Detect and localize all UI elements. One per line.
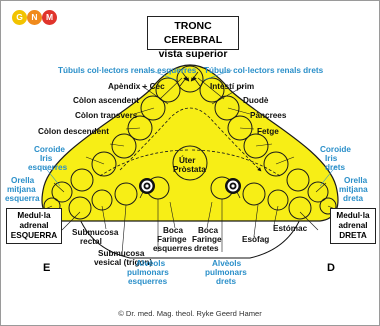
logo-g: G: [12, 10, 27, 25]
label-alveols-right-2: pulmonars: [205, 268, 247, 277]
adrenal-target-right: [225, 178, 241, 194]
label-estomac: Estómac: [273, 224, 308, 233]
brainstem-body: [41, 64, 339, 222]
blue-leader-lines: [43, 69, 337, 187]
label-coroide-left-2: Iris: [40, 154, 53, 163]
label-orella-left-1: Orella: [11, 176, 35, 185]
label-alveols-left-3: esquerres: [128, 277, 168, 286]
label-boca-right-3: dretes: [194, 244, 219, 253]
label-apendix: Apèndix + Cec: [108, 82, 165, 91]
label-fetge: Fetge: [257, 127, 279, 136]
label-colon-transvers: Còlon transvers: [75, 111, 138, 120]
label-intesti: Intestí prim: [210, 82, 254, 91]
logo-n: N: [27, 10, 42, 25]
label-boca-right-1: Boca: [198, 226, 218, 235]
label-prostata: Pròstata: [173, 165, 206, 174]
side-right: D: [327, 262, 335, 274]
label-boca-left-3: esquerres: [153, 244, 193, 253]
label-coroide-right-2: Iris: [325, 154, 338, 163]
label-coroide-right-3: drets: [325, 163, 345, 172]
label-boca-left-1: Boca: [163, 226, 183, 235]
label-orella-left-3: esquerra: [5, 194, 40, 203]
adrenal-right-line-2: adrenal: [338, 221, 368, 230]
label-colon-descendent: Còlon descendent: [38, 127, 109, 136]
adrenal-left-line-3: ESQUERRA: [10, 231, 58, 240]
label-submucosa-vesical-1: Submucosa: [98, 249, 145, 258]
label-alveols-left-2: pulmonars: [127, 268, 169, 277]
label-orella-left-2: mitjana: [7, 185, 36, 194]
flow-lines: [99, 107, 281, 177]
label-uter: Úter: [179, 154, 196, 165]
label-esofag: Esòfag: [242, 235, 269, 244]
label-orella-right-1: Orella: [344, 176, 368, 185]
label-coroide-left-3: esquerres: [28, 163, 68, 172]
title-line-2: vista superior: [158, 48, 228, 60]
leader-lines: [33, 77, 347, 255]
side-left: E: [43, 262, 51, 274]
adrenal-right-line-1: Medul·la: [336, 211, 370, 220]
label-alveols-right-1: Alvèols: [212, 259, 242, 268]
label-pancrees: Pàncrees: [250, 111, 287, 120]
label-orella-right-2: mitjana: [339, 185, 368, 194]
title-line-1: TRONC CEREBRAL: [163, 20, 223, 46]
label-tubuls-left: Túbuls col·lectors renals esquerres: [58, 66, 197, 75]
adrenal-target-left: [139, 178, 155, 194]
label-tubuls-right: Túbuls col·lectors renals drets: [204, 66, 324, 75]
diagram-title: TRONC CEREBRAL vista superior: [147, 16, 239, 60]
label-boca-left-2: Faringe: [157, 235, 187, 244]
label-alveols-right-3: drets: [216, 277, 236, 286]
logo-m: M: [42, 10, 57, 25]
label-submucosa-rectal-1: Submucosa: [72, 228, 119, 237]
label-coroide-right-1: Coroide: [320, 145, 351, 154]
adrenal-box-left: Medul·la adrenal ESQUERRA: [6, 208, 62, 244]
label-submucosa-vesical-2: vesical (trígon): [94, 258, 153, 267]
copyright: © Dr. med. Mag. theol. Ryke Geerd Hamer: [118, 309, 262, 318]
label-colon-ascendent: Còlon ascendent: [73, 96, 139, 105]
adrenal-box-right: Medul·la adrenal DRETA: [330, 208, 376, 244]
label-coroide-left-1: Coroide: [34, 145, 65, 154]
adrenal-left-line-2: adrenal: [19, 221, 49, 230]
label-alveols-left-1: Alvèols: [136, 259, 166, 268]
adrenal-right-line-3: DRETA: [339, 231, 367, 240]
label-submucosa-rectal-2: rectal: [80, 237, 102, 246]
label-orella-right-3: dreta: [343, 194, 363, 203]
adrenal-left-line-1: Medul·la: [17, 211, 51, 220]
label-boca-right-2: Faringe: [192, 235, 222, 244]
label-duode: Duodè: [243, 96, 269, 105]
